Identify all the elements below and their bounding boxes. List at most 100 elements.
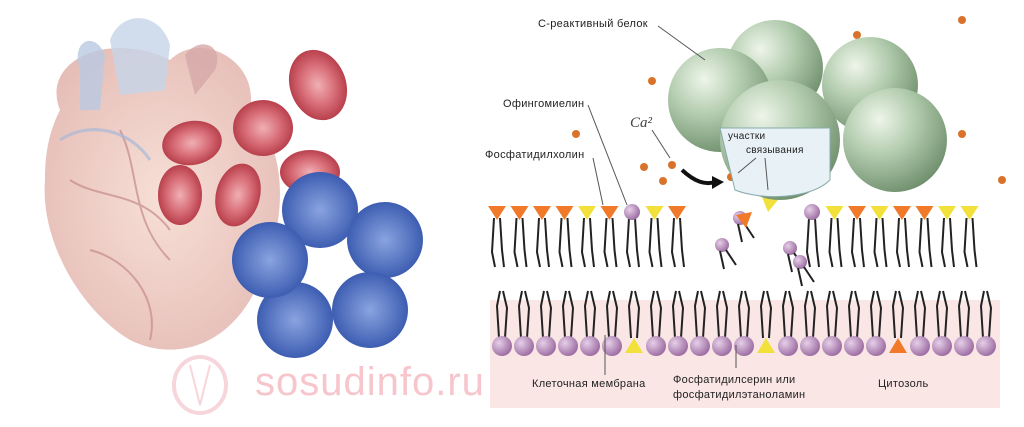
lipid-tail [715, 290, 729, 339]
lipid-head [488, 206, 506, 220]
lipid-tail [979, 290, 993, 339]
released-lipid-head [783, 241, 797, 255]
leader-lines [587, 25, 769, 375]
calcium-ion [659, 177, 667, 185]
lipid-tail [873, 217, 888, 268]
lipid-tail [693, 290, 707, 339]
lipid-tail [737, 290, 751, 339]
label-c-reactive-protein: С-реактивный белок [538, 18, 648, 30]
lipid-tail [781, 290, 795, 339]
lipid-head [778, 336, 798, 356]
lipid-tail [605, 290, 619, 339]
lipid-head [889, 338, 907, 353]
lipid-head [736, 212, 752, 228]
label-sphingomyelin: Офингомиелин [503, 98, 585, 110]
lipid-head [558, 336, 578, 356]
label-calcium: Ca² [630, 115, 653, 131]
lipid-tail [828, 217, 843, 268]
label-phosphatidylserine: Фосфатидилсерин или [673, 374, 796, 386]
lipid-head [976, 336, 996, 356]
lipid-head [825, 206, 844, 220]
lipid-tail [625, 217, 640, 268]
label-cell-membrane: Клеточная мембрана [532, 378, 646, 390]
watermark-logo [172, 355, 228, 415]
lipid-head [510, 206, 529, 220]
crp-pentamer-model [232, 172, 423, 358]
lipid-head [915, 206, 934, 220]
lipid-tail [670, 217, 685, 268]
lipid-head [734, 336, 754, 356]
lipid-tail [759, 290, 773, 339]
lipid-head [690, 336, 710, 356]
lipid-tail [495, 290, 509, 339]
lipid-head [668, 336, 688, 356]
phosphatidylserine-head [624, 204, 640, 220]
lipid-head [645, 206, 664, 220]
released-lipid-head [793, 255, 807, 269]
lipid-head [866, 336, 886, 356]
lipid-head [848, 206, 866, 220]
lipid-head [762, 197, 778, 212]
lipid-tail [583, 290, 597, 339]
lipid-head [844, 336, 864, 356]
calcium-ion [640, 163, 648, 171]
lipid-tail [558, 217, 573, 268]
lipid-head [800, 336, 820, 356]
lipid-tail [539, 290, 553, 339]
lipid-tail [805, 217, 820, 268]
label-phosphatidylethanolamine: фосфатидилэтаноламин [673, 389, 806, 401]
lipid-tail [535, 217, 550, 268]
lipid-head [668, 206, 686, 220]
lipid-head [492, 336, 512, 356]
lipid-head [893, 206, 911, 220]
released-lipid-tail [719, 249, 737, 270]
lipid-head [646, 336, 666, 356]
lipid-head [932, 336, 952, 356]
lipid-tail [671, 290, 685, 339]
watermark-text: sosudinfo.ru [255, 360, 485, 404]
lipid-tail [603, 217, 618, 268]
lipid-tail [850, 217, 865, 268]
calcium-ion [572, 130, 580, 138]
calcium-ion [648, 77, 656, 85]
lipid-tail [891, 290, 905, 339]
label-phosphatidylcholine: Фосфатидилхолин [485, 149, 585, 161]
lipid-head [910, 336, 930, 356]
c-reactive-protein-spheres [668, 20, 947, 200]
lipid-tail [803, 290, 817, 339]
lipid-tail [561, 290, 575, 339]
lipid-head [757, 338, 775, 353]
calcium-ion [958, 16, 966, 24]
lipid-tail [825, 290, 839, 339]
lipid-tail [847, 290, 861, 339]
lipid-tail [513, 217, 528, 268]
lipid-head [514, 336, 534, 356]
lipid-head [555, 206, 574, 220]
lipid-head [822, 336, 842, 356]
label-cytosol: Цитозоль [878, 378, 929, 390]
label-binding-sites-1: участки [728, 131, 766, 142]
released-lipid-head [715, 238, 729, 252]
calcium-ion [668, 161, 676, 169]
lipid-tail [895, 217, 910, 268]
lipid-tail [580, 217, 595, 268]
lipid-tail [918, 217, 933, 268]
lipid-tail [517, 290, 531, 339]
binding-arrow-icon [680, 168, 716, 186]
lipid-tail [963, 217, 978, 268]
arrow-head-icon [712, 176, 724, 189]
lipid-head [938, 206, 956, 220]
lipid-head [536, 336, 556, 356]
lipid-head [625, 338, 643, 353]
lipid-head [600, 206, 619, 220]
lipid-head [712, 336, 732, 356]
lipid-tail [935, 290, 949, 339]
lipid-head [954, 336, 974, 356]
phosphatidylserine-head [804, 204, 820, 220]
calcium-ion [958, 130, 966, 138]
lipid-head [602, 336, 622, 356]
calcium-ion [998, 176, 1006, 184]
label-binding-sites-2: связывания [746, 145, 804, 156]
lipid-tail [940, 217, 955, 268]
